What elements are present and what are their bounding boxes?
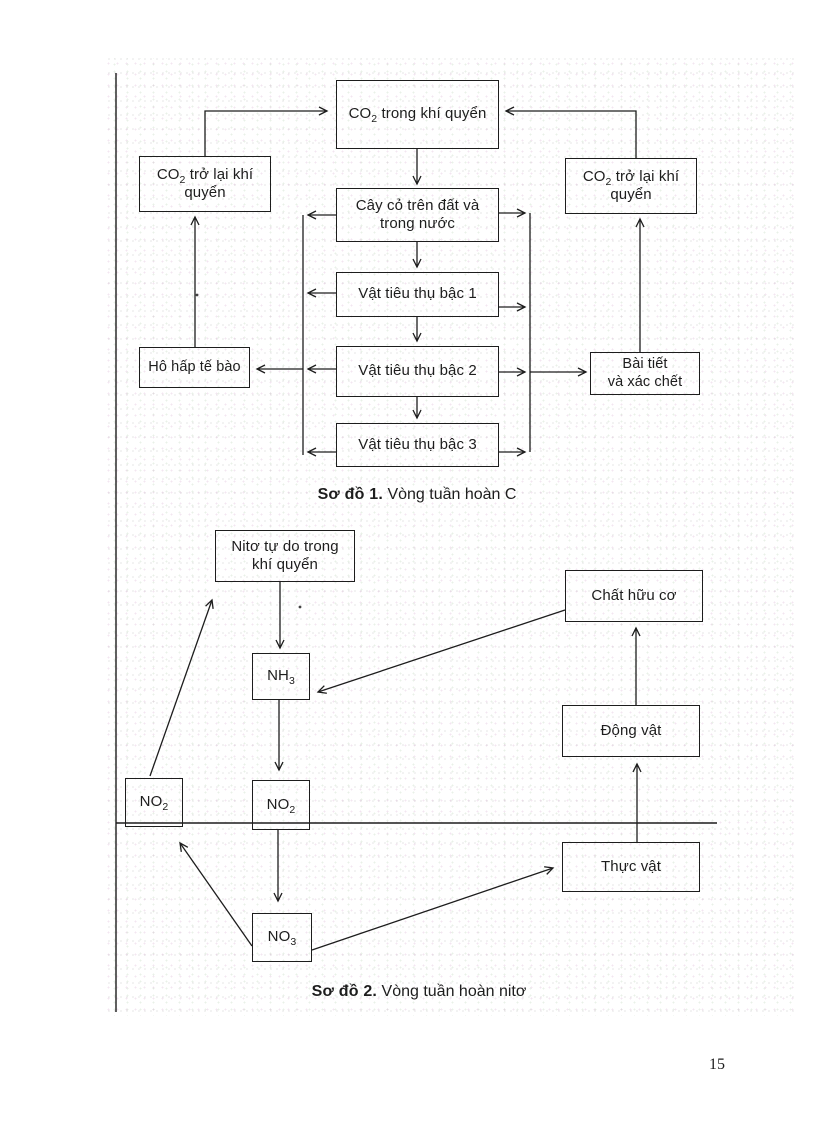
box-label-line2: và xác chết: [607, 373, 683, 390]
arrow-no3-to-plant: [311, 866, 555, 951]
box-free-nitrogen: Nitơ tự do trong khí quyển: [215, 530, 355, 582]
box-no2-middle: NO2: [252, 780, 310, 830]
arrow-no3-to-no2left: [179, 841, 253, 947]
box-label-line2: trong nước: [379, 215, 456, 232]
box-consumer-3: Vật tiêu thụ bậc 3: [336, 423, 499, 467]
arrow-organic-to-nh3: [316, 609, 566, 694]
ink-speck-dot: [195, 293, 199, 297]
box-label-line2: quyển: [610, 186, 652, 203]
box-label: Chất hữu cơ: [591, 586, 677, 604]
box-excretion-carcass: Bài tiết và xác chết: [590, 352, 700, 395]
arrow-co2left-to-atm: [204, 106, 329, 156]
box-label-line2: khí quyển: [252, 556, 318, 573]
box-consumer-2: Vật tiêu thụ bậc 2: [336, 346, 499, 397]
ink-speck-dot: [298, 605, 302, 609]
box-co2-atmosphere: CO2 trong khí quyển: [336, 80, 499, 149]
diagram1-caption: Sơ đồ 1. Vòng tuần hoàn C: [317, 486, 517, 504]
diagram1-caption-number: Sơ đồ 1.: [317, 486, 383, 503]
box-label: Vật tiêu thụ bậc 2: [358, 362, 477, 380]
box-label: NO2: [139, 793, 169, 814]
box-consumer-1: Vật tiêu thụ bậc 1: [336, 272, 499, 317]
box-co2-return-left: CO2 trở lại khí quyển: [139, 156, 271, 212]
box-label: NO3: [267, 928, 297, 949]
diagram2-caption-number: Sơ đồ 2.: [311, 983, 378, 1000]
box-co2-return-right: CO2 trở lại khí quyển: [565, 158, 697, 214]
diagram2-caption: Sơ đồ 2. Vòng tuần hoàn nitơ: [308, 983, 530, 1001]
box-animals: Động vật: [562, 705, 700, 757]
box-label: NO2: [266, 795, 296, 816]
box-plants-land-water: Cây cỏ trên đất và trong nước: [336, 188, 499, 242]
box-label: Hô hấp tế bào: [148, 358, 241, 375]
diagram2-caption-text: Vòng tuần hoàn nitơ: [377, 983, 527, 1000]
box-nh3: NH3: [252, 653, 310, 700]
box-label: CO2 trở lại khí: [582, 167, 680, 188]
box-label: CO2 trở lại khí: [156, 165, 254, 186]
box-label: NH3: [267, 667, 295, 688]
box-organic-matter: Chất hữu cơ: [565, 570, 703, 622]
box-label: Động vật: [600, 721, 662, 739]
arrow-no2left-to-nfree: [149, 598, 214, 777]
box-label: Vật tiêu thụ bậc 1: [358, 285, 477, 303]
box-label: Vật tiêu thụ bậc 3: [358, 435, 477, 453]
diagram1-caption-text: Vòng tuần hoàn C: [383, 486, 517, 503]
box-label: CO2 trong khí quyển: [348, 105, 487, 126]
box-no2-left: NO2: [125, 778, 183, 827]
box-label: Bài tiết: [622, 355, 668, 372]
box-plants-vegetation: Thực vật: [562, 842, 700, 892]
box-label-line2: quyển: [184, 184, 226, 201]
box-label: Thực vật: [600, 857, 662, 875]
page-number: 15: [709, 1056, 725, 1073]
box-label: Cây cỏ trên đất và: [355, 196, 480, 214]
arrow-co2right-to-atm: [504, 106, 637, 158]
box-no3: NO3: [252, 913, 312, 962]
box-cell-respiration: Hô hấp tế bào: [139, 347, 250, 388]
box-label: Nitơ tự do trong: [231, 537, 339, 555]
